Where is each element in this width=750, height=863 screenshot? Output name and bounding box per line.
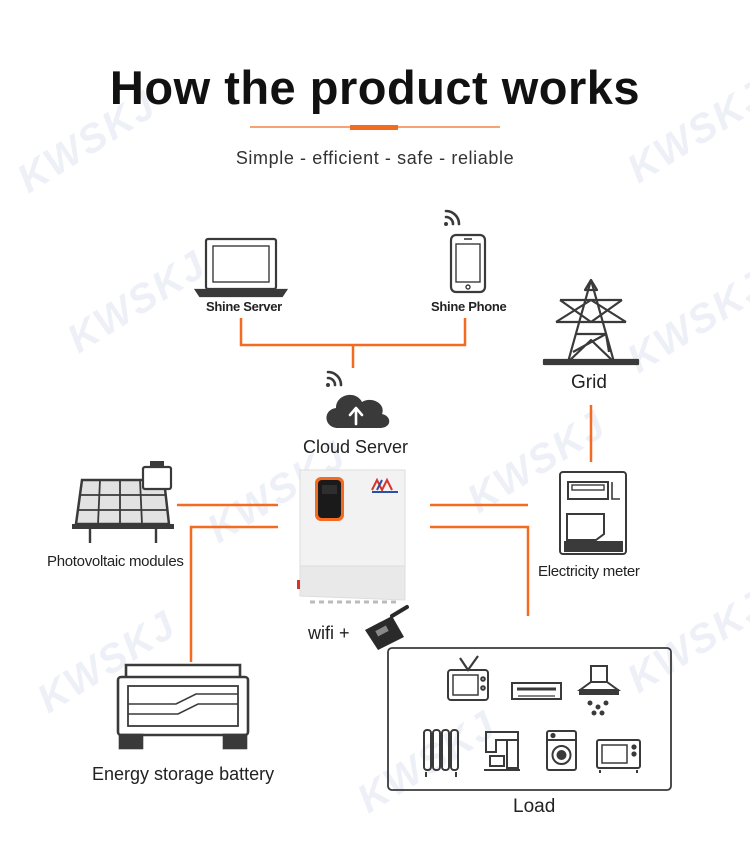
connection-lines [177, 318, 593, 662]
battery-icon [116, 663, 250, 750]
shine-server-label: Shine Server [206, 299, 282, 314]
air-conditioner-icon [511, 682, 562, 700]
page-title: How the product works [109, 61, 641, 114]
wifi-dongle-icon [365, 605, 409, 650]
pv-modules-label: Photovoltaic modules [47, 553, 184, 570]
battery-label: Energy storage battery [92, 764, 275, 784]
wifi-label: wifi + [308, 623, 350, 643]
load-label: Load [513, 796, 556, 817]
coffee-machine-icon [484, 731, 520, 771]
wifi-icon [444, 209, 461, 226]
inverter-icon [297, 469, 406, 604]
cloud-upload-icon [326, 394, 390, 428]
tv-icon [447, 655, 489, 701]
wifi-icon [326, 370, 343, 387]
electricity-meter-label: Electricity meter [538, 563, 640, 580]
range-hood-icon [576, 665, 622, 716]
grid-label: Grid [571, 372, 607, 393]
cloud-server-label: Cloud Server [303, 437, 409, 457]
link-battery-inverter [189, 525, 278, 662]
shine-phone-label: Shine Phone [431, 299, 507, 314]
electricity-meter-icon [559, 471, 627, 555]
page-subtitle: Simple - efficient - safe - reliable [235, 148, 515, 168]
microwave-icon [596, 739, 641, 773]
heater-icon [423, 729, 459, 777]
load-frame [387, 647, 672, 791]
laptop-icon [193, 237, 289, 298]
transmission-tower-icon [542, 278, 640, 366]
title-underline [250, 125, 500, 130]
smartphone-icon [449, 233, 487, 294]
washing-machine-icon [546, 730, 577, 771]
link-inverter-load [430, 525, 530, 616]
solar-panel-icon [72, 461, 174, 543]
link-server-phone [239, 318, 467, 347]
